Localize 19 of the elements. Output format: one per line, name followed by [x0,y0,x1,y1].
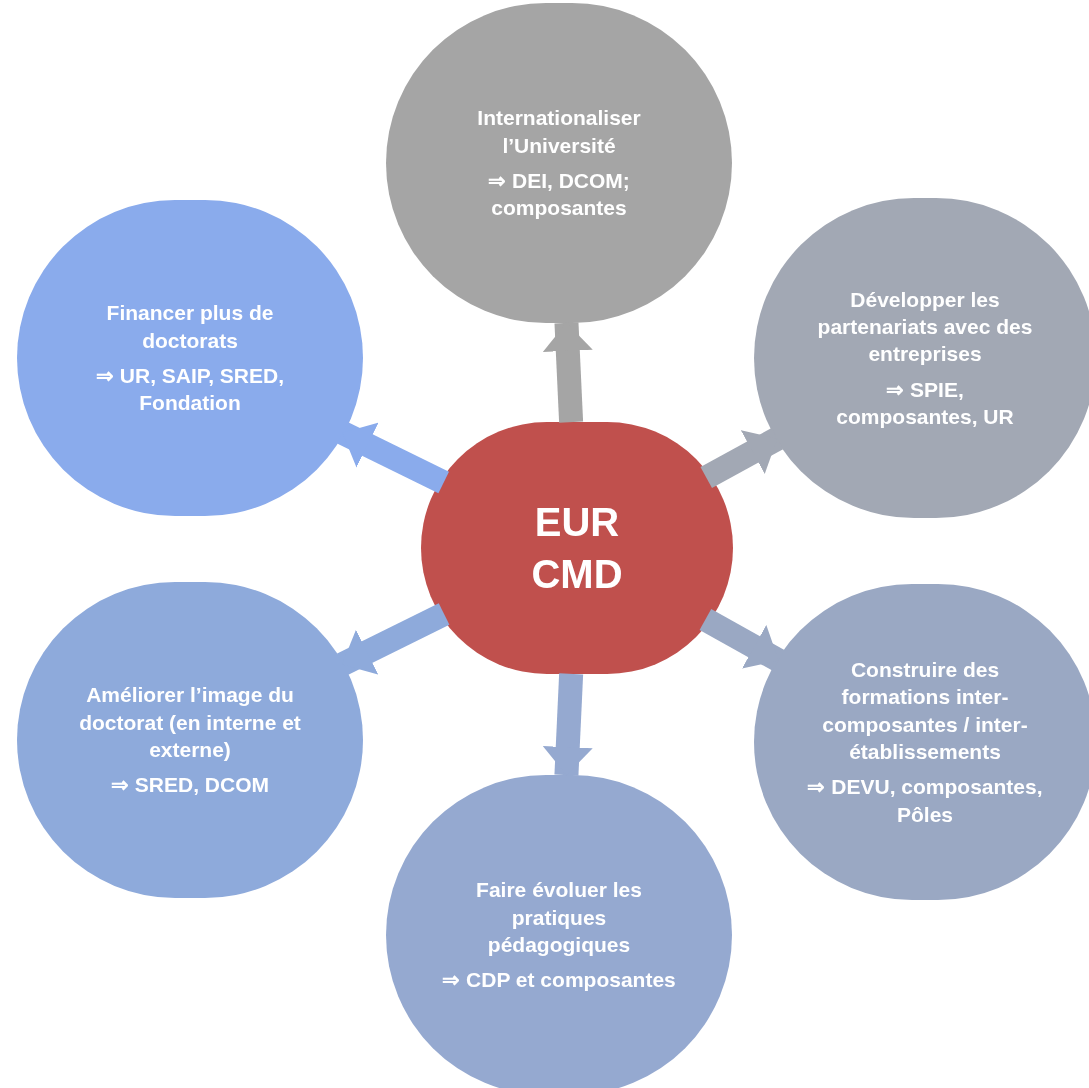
goal-text: Construire des formations inter-composantes / inter-établissements [821,657,1029,765]
block-arrow [542,673,593,776]
goal-text: Financer plus de doctorats [105,300,275,354]
responsible-text: ⇒ DEVU, composantes, Pôles [806,774,1044,828]
responsible-text: ⇒ SPIE, composantes, UR [835,376,1015,430]
responsible-text: ⇒ DEI, DCOM; composantes [487,168,631,222]
block-arrow [337,422,449,494]
block-arrow [336,603,450,676]
center-title: EUR CMD [530,499,624,598]
goal-text: Développer les partenariats avec des entreprises [817,286,1033,368]
responsible-text: ⇒ CDP et composantes [441,967,677,994]
goal-text: Améliorer l’image du doctorat (en interne et externe) [78,682,302,763]
block-arrow [700,428,784,488]
goal-text: Internationaliser l’Université [476,105,642,159]
block-arrow [699,609,785,671]
responsible-text: ⇒ UR, SAIP, SRED, Fondation [95,363,285,417]
block-arrow [542,322,593,423]
responsible-text: ⇒ SRED, DCOM [110,772,270,799]
goal-text: Faire évoluer les pratiques pédagogiques [475,877,643,958]
